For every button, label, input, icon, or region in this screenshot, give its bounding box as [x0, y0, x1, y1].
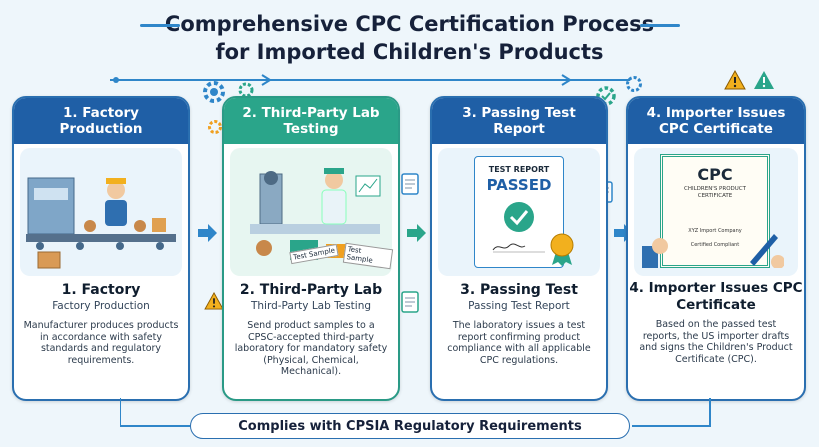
step-description: The laboratory issues a test report conf…: [447, 320, 591, 366]
step-title: 2. Third-Party Lab: [239, 282, 383, 298]
arrow-right-icon: [407, 224, 426, 242]
report-illustration: TEST REPORT PASSED: [438, 148, 600, 276]
warning-icon: [204, 292, 224, 310]
top-flow-line: [110, 74, 630, 86]
certificate-heading: CPC: [697, 165, 733, 184]
gear-icon: [626, 76, 642, 92]
arrow-right-icon: [198, 224, 217, 242]
step-card-4: 4. Importer Issues CPC Certificate CPC C…: [626, 96, 806, 401]
step-subtitle: Third-Party Lab Testing: [250, 300, 372, 312]
step-header: 4. Importer Issues CPC Certificate: [628, 98, 804, 144]
title-line-2: for Imported Children's Products: [215, 40, 604, 64]
certificate-subheading: CHILDREN'S PRODUCT CERTIFICATE: [684, 186, 746, 199]
cpc-certificate: CPC CHILDREN'S PRODUCT CERTIFICATE XYZ I…: [660, 154, 770, 268]
factory-illustration: [20, 148, 182, 276]
gear-icon: [203, 81, 225, 103]
certificate-line: Certified Compliant: [690, 242, 740, 248]
warning-icon: [754, 71, 774, 89]
step-subtitle: Factory Production: [52, 300, 150, 312]
pen-icon: [750, 234, 784, 268]
hand-icon: [642, 238, 668, 268]
step-title: 4. Importer Issues CPC Certificate: [629, 280, 803, 313]
check-icon: [504, 202, 534, 232]
passed-stamp: PASSED: [486, 176, 552, 194]
step-header: 2. Third-Party Lab Testing: [224, 98, 398, 144]
lab-illustration: Test Sample Test Sample: [230, 148, 394, 276]
report-heading: TEST REPORT: [488, 165, 550, 174]
title-deco-left: [140, 24, 180, 27]
certificate-line: XYZ Import Company: [688, 228, 742, 234]
gear-icon: [208, 120, 222, 134]
step-header: 3. Passing Test Report: [432, 98, 606, 144]
document-icon: [401, 291, 419, 313]
document-icon: [401, 173, 419, 195]
title-deco-right: [640, 24, 680, 27]
title-line-1: Comprehensive CPC Certification Process: [164, 12, 655, 36]
step-title: 1. Factory: [61, 282, 141, 298]
step-card-1: 1. Factory Production 1. Factory Factory…: [12, 96, 190, 401]
step-card-3: 3. Passing Test Report TEST REPORT PASSE…: [430, 96, 608, 401]
step-title: 3. Passing Test: [460, 282, 578, 298]
certificate-illustration: CPC CHILDREN'S PRODUCT CERTIFICATE XYZ I…: [634, 148, 798, 276]
compliance-banner: Complies with CPSIA Regulatory Requireme…: [190, 413, 630, 439]
compliance-text: Complies with CPSIA Regulatory Requireme…: [238, 418, 582, 434]
step-description: Based on the passed test reports, the US…: [639, 319, 793, 365]
page-title: Comprehensive CPC Certification Process …: [0, 10, 819, 66]
signature-icon: [492, 243, 545, 253]
step-header: 1. Factory Production: [14, 98, 188, 144]
bottom-bracket: [120, 398, 711, 427]
step-subtitle: Passing Test Report: [468, 300, 570, 312]
warning-icon: [724, 70, 746, 90]
gear-icon: [238, 82, 254, 98]
step-description: Send product samples to a CPSC-accepted …: [234, 320, 388, 377]
step-card-2: 2. Third-Party Lab Testing Test Sample T…: [222, 96, 400, 401]
test-report-document: TEST REPORT PASSED: [474, 156, 564, 268]
seal-icon: [550, 233, 574, 266]
step-description: Manufacturer produces products in accord…: [23, 320, 179, 366]
